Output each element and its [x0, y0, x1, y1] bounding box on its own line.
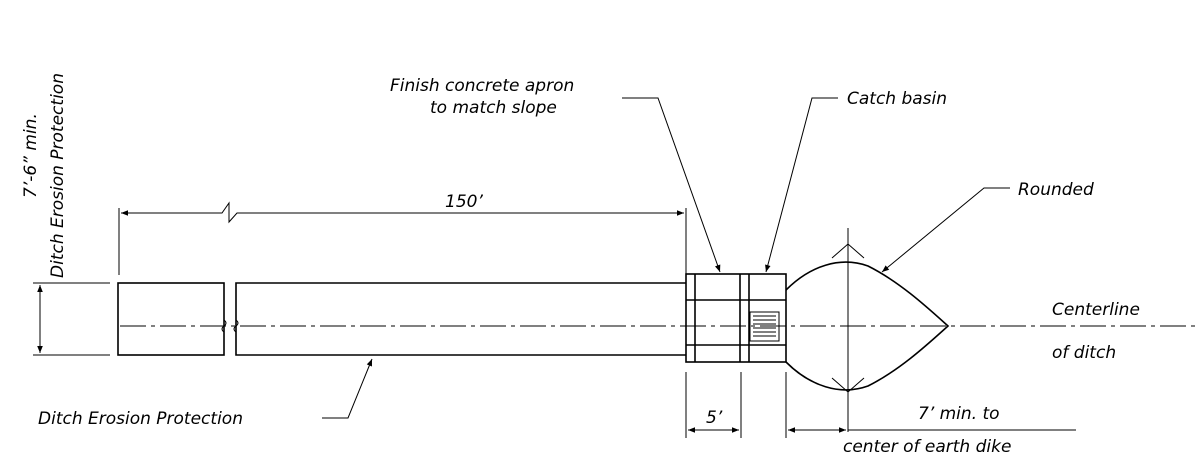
grate-outline [749, 311, 780, 342]
dike-offset-label-line2: center of earth dike [843, 437, 1011, 457]
leader-rounded [881, 187, 1010, 273]
break-symbol-right [233, 319, 239, 333]
apron-callout-line1: Finish concrete apron [390, 76, 574, 96]
concrete-apron [685, 273, 787, 363]
ditch-segment-upstream [117, 282, 225, 356]
length-dimension-label: 150’ [445, 192, 483, 212]
rounded-dike-end [785, 228, 950, 432]
vertical-description-label: Ditch Erosion Protection [48, 73, 68, 278]
leader-catch-basin [765, 97, 838, 273]
catch-basin-grate [749, 311, 780, 342]
apron-width-dimension [685, 372, 742, 438]
rounded-callout: Rounded [1018, 180, 1094, 200]
apron-width-label: 5’ [706, 408, 723, 428]
vertical-width-dimension [33, 282, 110, 356]
apron-outline [685, 273, 787, 363]
ditch-segment-main [235, 282, 686, 356]
centerline-label-line1: Centerline [1052, 300, 1140, 320]
leader-ditch-protection [322, 358, 373, 419]
dimension-line-150 [121, 201, 684, 224]
ditch-channel [117, 282, 686, 356]
dike-offset-label-line1: 7’ min. to [918, 404, 1000, 424]
apron-callout-line2: to match slope [430, 98, 557, 118]
dike-offset-dimension [785, 372, 1076, 438]
vertical-dimension-label: 7’-6” min. [21, 113, 41, 198]
ditch-protection-callout: Ditch Erosion Protection [38, 409, 243, 429]
catch-basin-callout: Catch basin [847, 89, 947, 109]
dike-marker-bottom [831, 377, 865, 393]
leader-apron [622, 97, 721, 273]
length-dimension [118, 201, 687, 275]
dike-marker-top [831, 243, 865, 259]
centerline-label-line2: of ditch [1052, 343, 1116, 363]
